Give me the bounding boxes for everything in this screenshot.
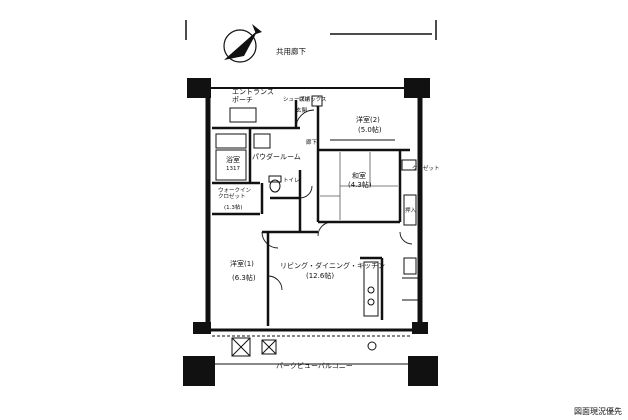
pillar-mid-right [412,322,428,334]
exterior-walls [205,87,423,332]
balcony-label: パークビューバルコニー [276,362,353,370]
corridor-label: 共用廊下 [276,47,306,56]
genkan-label: 玄関 [296,108,308,114]
pillar-bottom-left [183,356,215,386]
bathroom-name: 浴室 [226,156,240,164]
western-room-2-size: (5.0帖) [358,126,382,134]
pillar-bottom-right [408,356,438,386]
fixtures [212,95,418,365]
storage-label: 収納 [299,97,311,103]
walk-in-closet-name: ウォークイン クロゼット [218,188,252,200]
ldk-name: リビング・ダイニング・キッチン [280,262,385,270]
japanese-room-size: (4.3帖) [348,181,372,189]
north-arrow-icon [223,24,262,63]
door-swings [261,109,413,291]
western-room-1-size: (6.3帖) [232,274,256,282]
plan-caption: 図面現況優先 [574,407,622,416]
tatami-lines [320,152,398,220]
shoe-box-label: シューズボックス [283,97,327,103]
pillar-top-left [187,78,211,98]
toilet-label: トイレ [283,178,300,184]
western-room-1-name: 洋室(1) [230,260,254,268]
ldk-size: (12.6帖) [306,272,335,280]
pillar-top-right [404,78,430,98]
oshiire-label: 押入 [405,208,417,214]
western-room-2-name: 洋室(2) [356,116,380,124]
closet-label: クロゼット [412,166,440,172]
top-marks [185,20,437,40]
hallway-label: 廊下 [306,140,318,146]
japanese-room-name: 和室 [352,172,366,180]
bathroom-size: 1317 [226,166,240,172]
walk-in-closet-size: (1.3帖) [224,205,243,211]
entrance-porch-label: エントランス ポーチ [232,88,274,104]
powder-room-label: パウダールーム [252,153,301,161]
